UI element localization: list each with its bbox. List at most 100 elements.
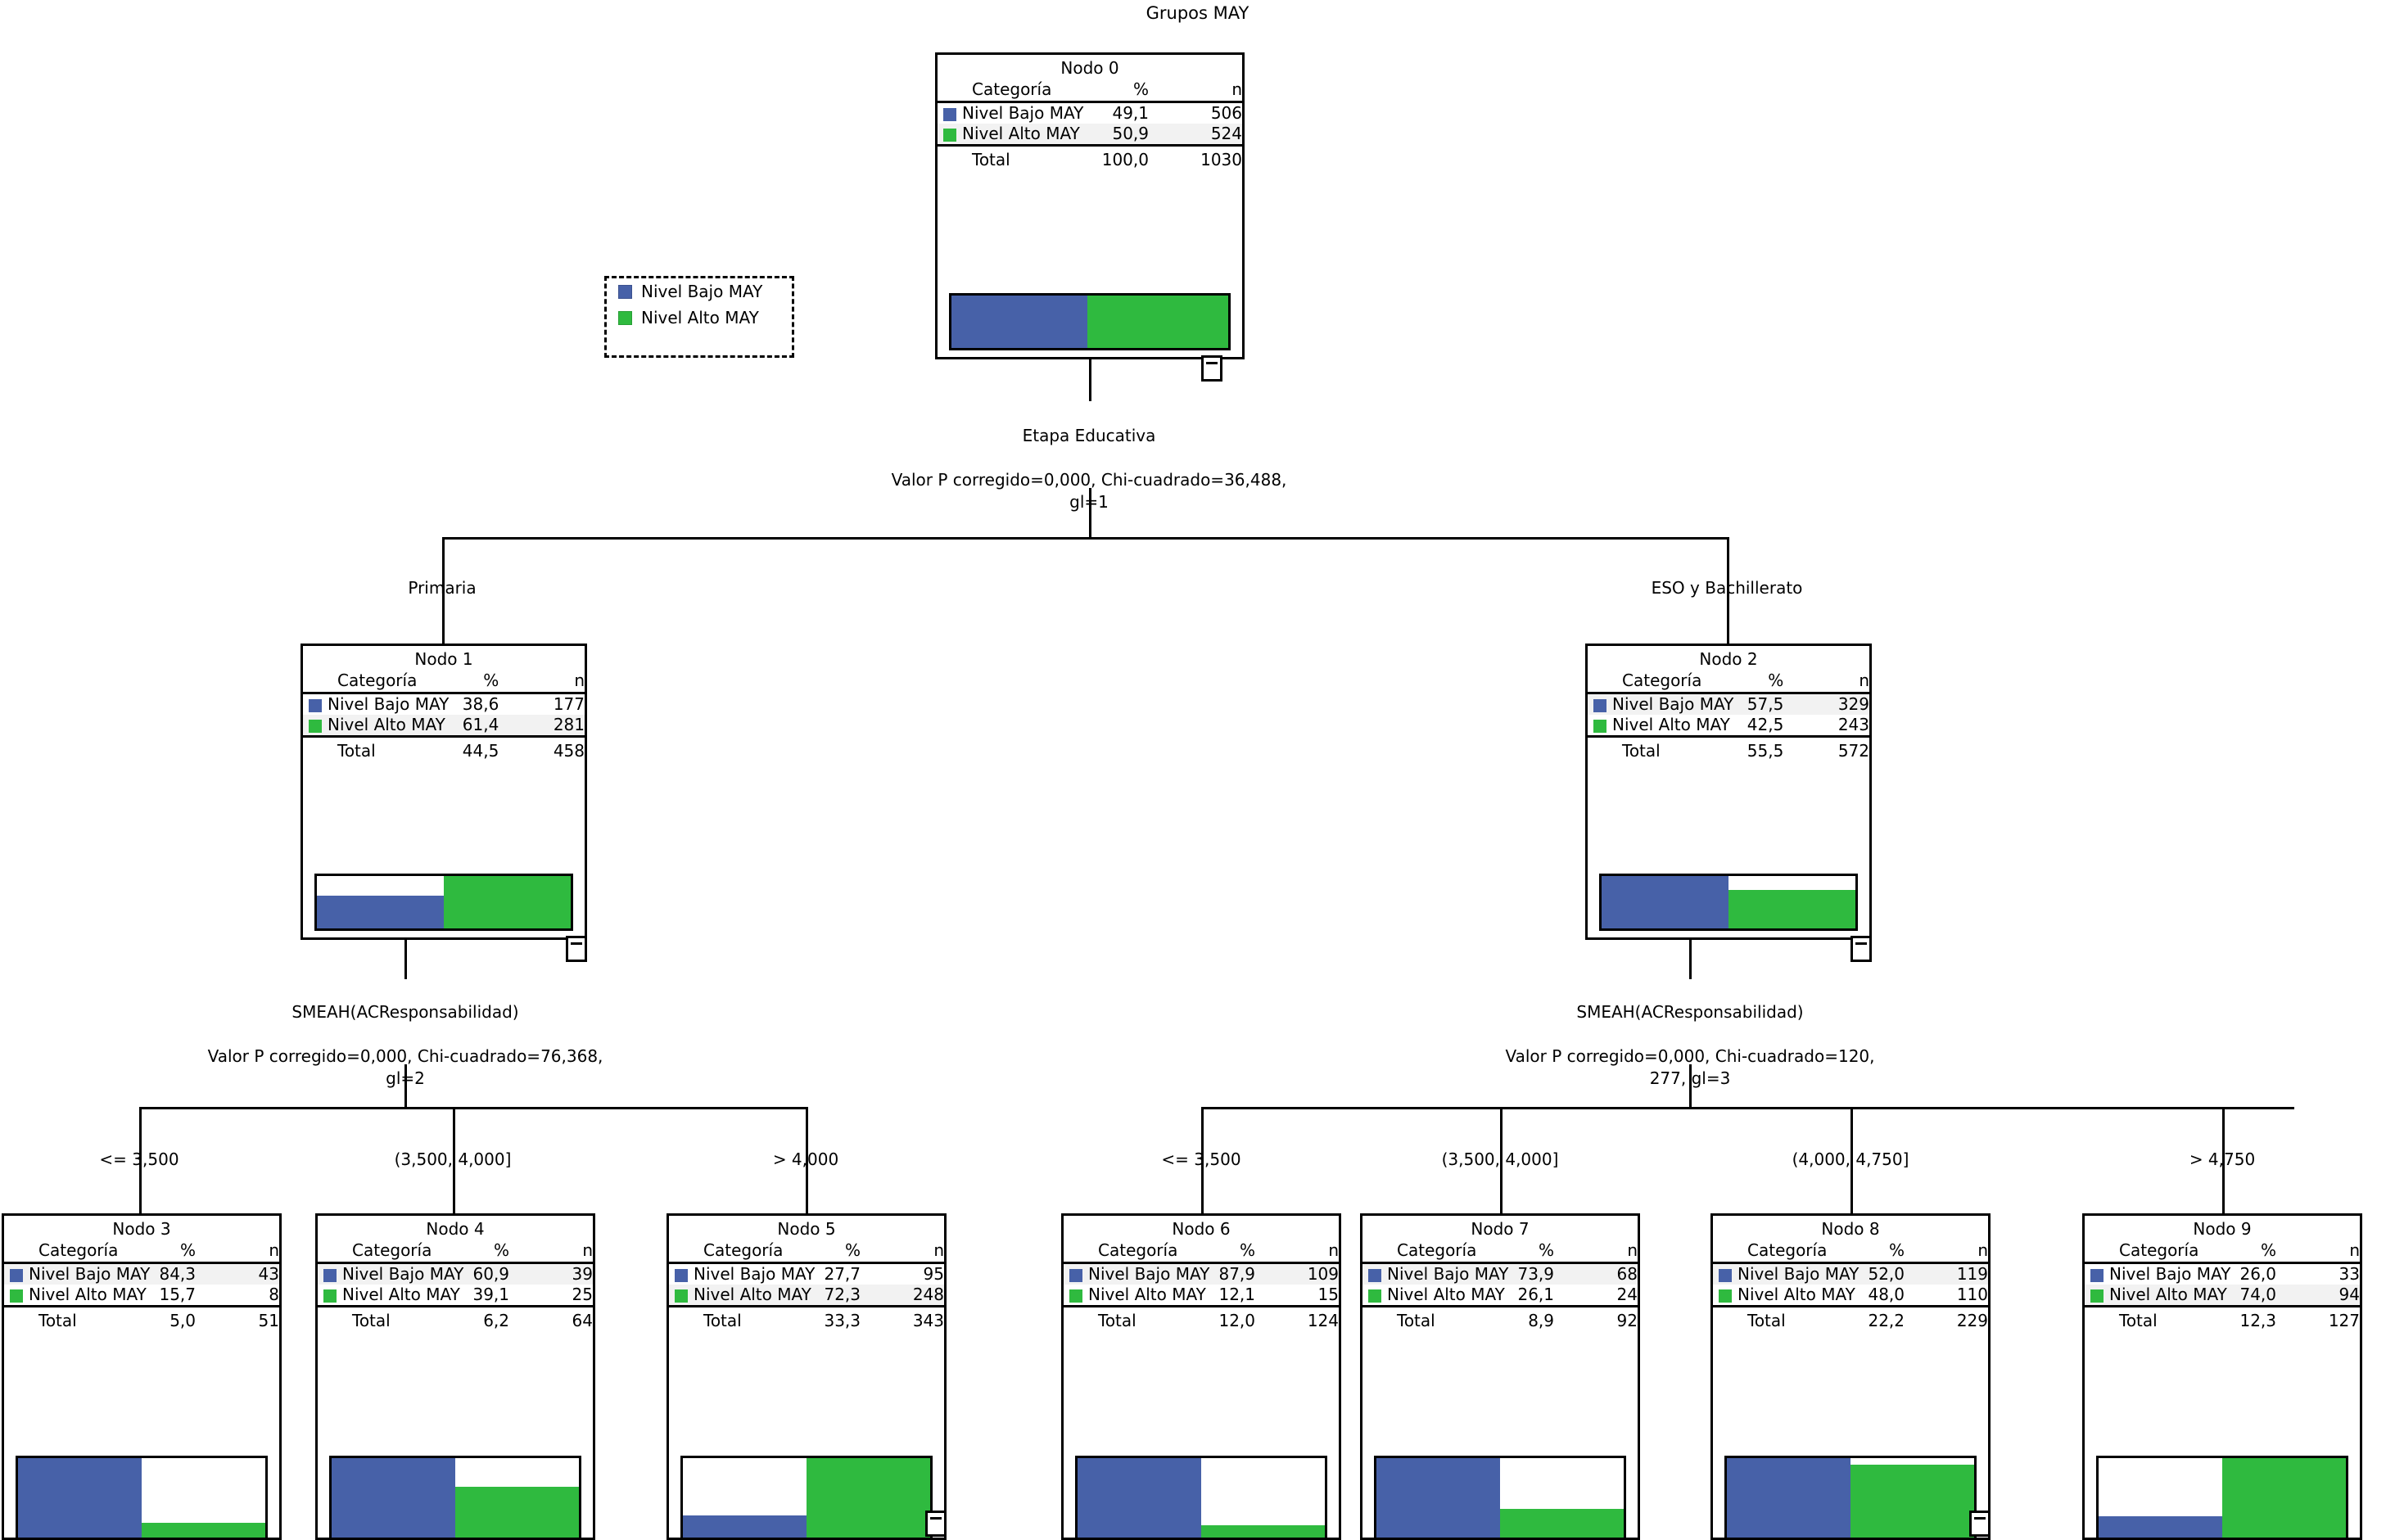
node-4-bar-alto [455,1458,579,1538]
node-6-row-alto: Nivel Alto MAY 12,1 15 [1064,1285,1339,1307]
node-3-title: Nodo 3 [112,1219,171,1239]
edge-to-node5 [806,1107,808,1213]
node-1-collapse-button[interactable] [566,936,587,962]
node-4-header-percent: % [426,1240,509,1264]
node-2-table: Categoría % n Nivel Bajo MAY 57,5 329 Ni… [1588,671,1869,761]
node-5-label-alto: Nivel Alto MAY [694,1285,811,1307]
node-5-pct-bajo: 27,7 [824,1264,861,1284]
node-4-row-total: Total 6,2 64 [318,1307,593,1332]
node-0-header-category: Categoría [962,79,1055,103]
node-2-label-bajo: Nivel Bajo MAY [1612,694,1734,714]
edge-to-node8 [1850,1107,1853,1213]
node-3-pct-alto: 15,7 [112,1285,196,1307]
split-label-node1: SMEAH(ACResponsabilidad) Valor P corregi… [172,979,639,1112]
node-6-bar-bajo [1078,1458,1201,1538]
node-4-header-swatch [318,1240,342,1264]
node-2-swatch-alto [1588,715,1612,738]
node-4-label-bajo: Nivel Bajo MAY [342,1264,464,1284]
node-8-total-label: Total [1747,1311,1786,1330]
node-8[interactable]: Nodo 8 Categoría % n Nivel Bajo MAY 52,0… [1710,1213,1991,1540]
node-1-swatch-bajo [303,693,328,716]
node-3-bar-chart [16,1456,268,1538]
node-4[interactable]: Nodo 4 Categoría % n Nivel Bajo MAY 60,9… [315,1213,595,1540]
node-4-total-pct: 6,2 [483,1311,509,1330]
node-1-pct-bajo: 38,6 [462,694,499,714]
node-4-pct-bajo: 60,9 [472,1264,509,1284]
edge-node2-stem [1689,1064,1692,1107]
node-1-label-bajo: Nivel Bajo MAY [328,694,450,714]
node-5-total-label: Total [703,1311,742,1330]
node-0-collapse-button[interactable] [1201,355,1222,382]
node-7-label-bajo: Nivel Bajo MAY [1387,1264,1509,1284]
node-5-n-alto: 248 [861,1285,944,1307]
node-8-pct-alto: 48,0 [1821,1285,1905,1307]
node-7-header-row: Categoría % n [1362,1240,1638,1264]
node-0-total-label: Total [972,150,1010,169]
split-stats-node0: Valor P corregido=0,000, Chi-cuadrado=36… [891,470,1287,512]
node-5-collapse-button[interactable] [925,1511,947,1537]
edge-to-node9 [2222,1107,2225,1213]
branch-label-n3: <= 3,500 [99,1149,179,1169]
node-3-pct-bajo: 84,3 [159,1264,196,1284]
node-3-swatch-alto [4,1285,29,1307]
edge-node0-down [1089,359,1091,401]
node-4-header-n: n [509,1240,593,1264]
node-6-row-total: Total 12,0 124 [1064,1307,1339,1332]
legend: Nivel Bajo MAY Nivel Alto MAY [604,276,794,358]
legend-swatch-alto [618,310,632,325]
node-2-collapse-button[interactable] [1850,936,1872,962]
node-7-header-swatch [1362,1240,1387,1264]
node-4-total-label: Total [352,1311,391,1330]
node-6-row-bajo: Nivel Bajo MAY 87,9 109 [1064,1262,1339,1285]
node-8-collapse-button[interactable] [1969,1511,1991,1537]
node-3-row-total: Total 5,0 51 [4,1307,279,1332]
node-4-row-bajo: Nivel Bajo MAY 60,9 39 [318,1262,593,1285]
node-6[interactable]: Nodo 6 Categoría % n Nivel Bajo MAY 87,9… [1061,1213,1341,1540]
legend-label-alto: Nivel Alto MAY [641,308,759,327]
node-1-header-category: Categoría [328,671,417,694]
split-variable-node2: SMEAH(ACResponsabilidad) [1576,1002,1804,1022]
node-9-row-alto: Nivel Alto MAY 74,0 94 [2085,1285,2360,1307]
node-4-bar-bajo [332,1458,455,1538]
node-1-header-percent: % [413,671,499,694]
node-1-bar-bajo [317,876,444,928]
node-1-swatch-alto [303,715,328,738]
edge-node1-down [404,940,407,979]
node-7-title: Nodo 7 [1471,1219,1530,1239]
node-9[interactable]: Nodo 9 Categoría % n Nivel Bajo MAY 26,0… [2082,1213,2362,1540]
node-4-table: Categoría % n Nivel Bajo MAY 60,9 39 Niv… [318,1240,593,1331]
node-1-header-swatch [303,671,328,694]
node-1-label-alto: Nivel Alto MAY [328,715,445,738]
node-7-row-bajo: Nivel Bajo MAY 73,9 68 [1362,1262,1638,1285]
node-7[interactable]: Nodo 7 Categoría % n Nivel Bajo MAY 73,9… [1360,1213,1640,1540]
node-8-bar-alto [1850,1458,1974,1538]
node-6-header-swatch [1064,1240,1088,1264]
node-0-row-total: Total 100,0 1030 [938,146,1242,171]
node-0-table: Categoría % n Nivel Bajo MAY 49,1 506 Ni… [938,79,1242,170]
node-3[interactable]: Nodo 3 Categoría % n Nivel Bajo MAY 84,3… [2,1213,282,1540]
node-1-row-bajo: Nivel Bajo MAY 38,6 177 [303,693,585,716]
branch-label-n8: (4,000, 4,750] [1792,1149,1909,1169]
node-2[interactable]: Nodo 2 Categoría % n Nivel Bajo MAY 57,5… [1585,644,1872,940]
node-2-header-swatch [1588,671,1612,694]
node-7-n-bajo: 68 [1616,1264,1638,1284]
node-1-total-pct: 44,5 [462,741,499,761]
node-8-swatch-bajo [1713,1263,1738,1285]
node-1-bar-chart [314,874,573,931]
node-2-title: Nodo 2 [1699,649,1758,669]
node-1-n-bajo: 177 [553,694,585,714]
node-6-label-bajo: Nivel Bajo MAY [1088,1264,1210,1284]
node-5-row-total: Total 33,3 343 [669,1307,944,1332]
node-3-total-pct: 5,0 [169,1311,196,1330]
node-4-row-alto: Nivel Alto MAY 39,1 25 [318,1285,593,1307]
legend-swatch-bajo [618,284,632,299]
edge-level1-bar [442,537,1729,540]
branch-label-n9: > 4,750 [2189,1149,2256,1169]
node-5[interactable]: Nodo 5 Categoría % n Nivel Bajo MAY 27,7… [667,1213,947,1540]
node-8-total-n: 229 [1956,1311,1988,1330]
node-1[interactable]: Nodo 1 Categoría % n Nivel Bajo MAY 38,6… [301,644,587,940]
edge-level2-left-bar [139,1107,807,1109]
node-4-n-bajo: 39 [572,1264,593,1284]
node-0[interactable]: Nodo 0 Categoría % n Nivel Bajo MAY 49,1… [935,52,1245,359]
node-3-header-swatch [4,1240,29,1264]
